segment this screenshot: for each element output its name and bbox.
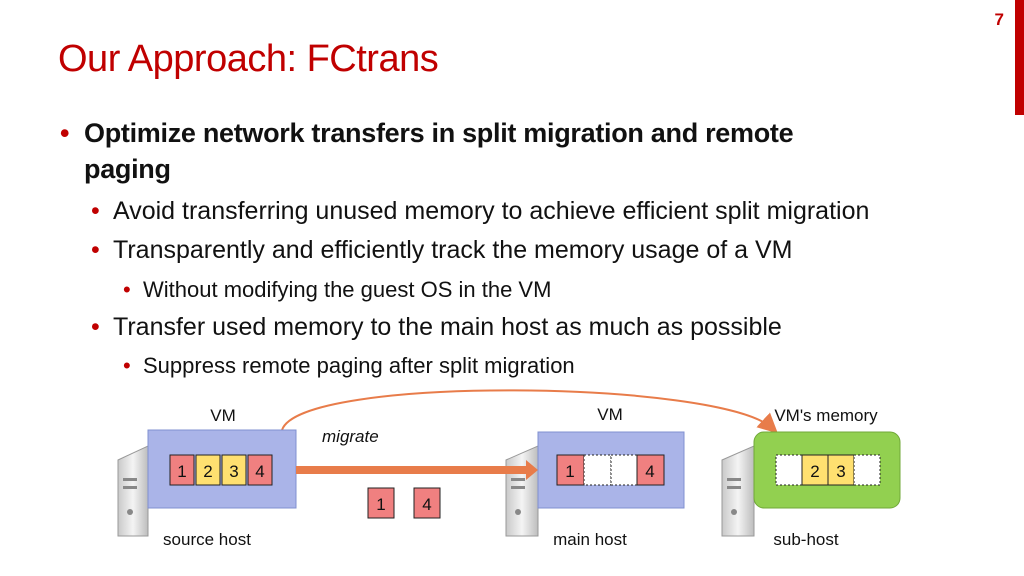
memory-page-empty [775,454,803,486]
migrate-label: migrate [322,427,379,446]
bullet-dot-icon: • [60,118,70,148]
main-host-label: main host [553,530,627,549]
bullet-text: Transfer used memory to the main host as… [113,313,782,341]
memory-page [827,454,855,486]
bullet-text: Suppress remote paging after split migra… [143,353,575,378]
page-number-label: 3 [836,462,845,481]
source-host-label: source host [163,530,251,549]
page-number: 7 [994,10,1004,29]
bullet-dot-icon: • [91,197,100,225]
bullet-dot-icon: • [91,236,100,264]
bullet-level2: • Avoid transferring unused memory to ac… [91,197,870,226]
bullet-text: Transparently and efficiently track the … [113,236,793,264]
memory-page [801,454,829,486]
bullet-dot-icon: • [123,353,131,378]
memory-page [413,487,441,519]
transfer-pages: 1 4 [367,487,441,519]
memory-page [221,454,247,486]
page-number-label: 1 [177,462,186,481]
memory-page [636,454,665,486]
memory-page [367,487,395,519]
bullet-level3: • Without modifying the guest OS in the … [123,277,552,303]
page-number-label: 1 [376,495,385,514]
slide-title: Our Approach: FCtrans [58,38,439,80]
page-number-label: 4 [645,462,654,481]
migrate-arrow [281,389,778,434]
bullet-text: Without modifying the guest OS in the VM [143,277,552,302]
bullet-dot-icon: • [123,277,131,302]
vm-label-source: VM [210,406,236,425]
transfer-arrow [296,460,538,480]
page-number-label: 2 [203,462,212,481]
bullet-text: paging [84,154,171,184]
bullet-text: Avoid transferring unused memory to achi… [113,197,870,225]
memory-page [556,454,585,486]
page-number-label: 4 [422,495,431,514]
sub-memory-pages: 2 3 [775,454,881,486]
main-server-icon [505,445,539,537]
page-number-label: 4 [255,462,264,481]
bullet-level1-continued: paging [84,154,171,185]
sub-server-icon [721,445,755,537]
source-server-icon [117,445,149,537]
bullet-text: Optimize network transfers in split migr… [84,118,794,148]
main-memory-pages: 1 4 [556,454,665,486]
sub-host-label: sub-host [773,530,838,549]
accent-bar [1015,0,1024,115]
page-number-label: 3 [229,462,238,481]
vm-memory-label: VM's memory [774,406,878,425]
memory-page-empty [583,454,612,486]
bullet-level3: • Suppress remote paging after split mig… [123,353,575,379]
memory-page [195,454,221,486]
memory-page-empty [610,454,638,486]
bullet-level2: • Transfer used memory to the main host … [91,313,782,342]
vm-label-main: VM [597,405,623,424]
bullet-dot-icon: • [91,313,100,341]
bullet-level1: • Optimize network transfers in split mi… [60,118,794,149]
page-number-label: 1 [565,462,574,481]
memory-page-empty [853,454,881,486]
page-number-label: 2 [810,462,819,481]
source-memory-pages: 1 2 3 4 [169,454,273,486]
memory-page [169,454,195,486]
bullet-level2: • Transparently and efficiently track th… [91,236,793,265]
memory-page [247,454,273,486]
